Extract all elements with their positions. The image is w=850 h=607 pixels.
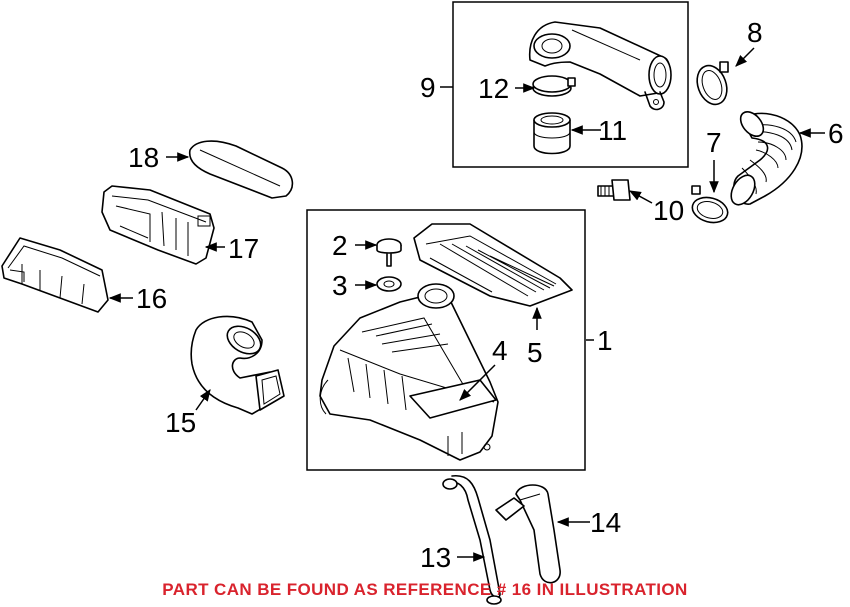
callout-5: 5 [527,337,543,368]
part-17-bracket [101,185,215,265]
part-5-filter [413,223,573,307]
callout-12: 12 [478,73,509,104]
part-3-grommet [376,276,402,292]
part-6-hose [730,111,803,206]
leader-lines [108,47,825,562]
callout-3: 3 [332,270,348,301]
callout-8: 8 [747,17,763,48]
callout-16: 16 [136,283,167,314]
part-11-sleeve [533,112,571,155]
part-12-clamp [532,75,576,97]
callout-1: 1 [597,325,613,356]
callout-2: 2 [332,230,348,261]
part-15-elbow [190,315,285,415]
callout-labels: 1 2 3 4 5 6 7 8 9 10 11 12 13 14 15 16 1… [128,17,844,573]
callout-10: 10 [653,195,684,226]
inlet-assembly-frame [452,1,689,168]
part-4-housing [319,283,499,461]
callout-11: 11 [598,115,627,146]
reference-note: PART CAN BE FOUND AS REFERENCE # 16 IN I… [162,580,688,599]
callout-9: 9 [420,72,436,103]
part-8-clamp [696,61,729,106]
callout-18: 18 [128,142,159,173]
part-10-bolt [597,179,631,201]
callout-17: 17 [228,233,259,264]
part-16-air-duct [1,237,109,313]
callout-4: 4 [492,335,508,366]
part-2-fastener [376,238,402,267]
callout-6: 6 [828,118,844,149]
callout-15: 15 [165,407,196,438]
part-7-clamp [691,185,729,224]
callout-14: 14 [590,507,621,538]
callout-7: 7 [706,127,722,158]
part-18-cover [188,140,294,199]
part-9-intake-pipe [528,21,672,111]
main-assembly-frame [306,209,586,471]
part-13-drain-hose [442,474,502,605]
part-14-tube [495,484,561,584]
callout-13: 13 [420,542,451,573]
